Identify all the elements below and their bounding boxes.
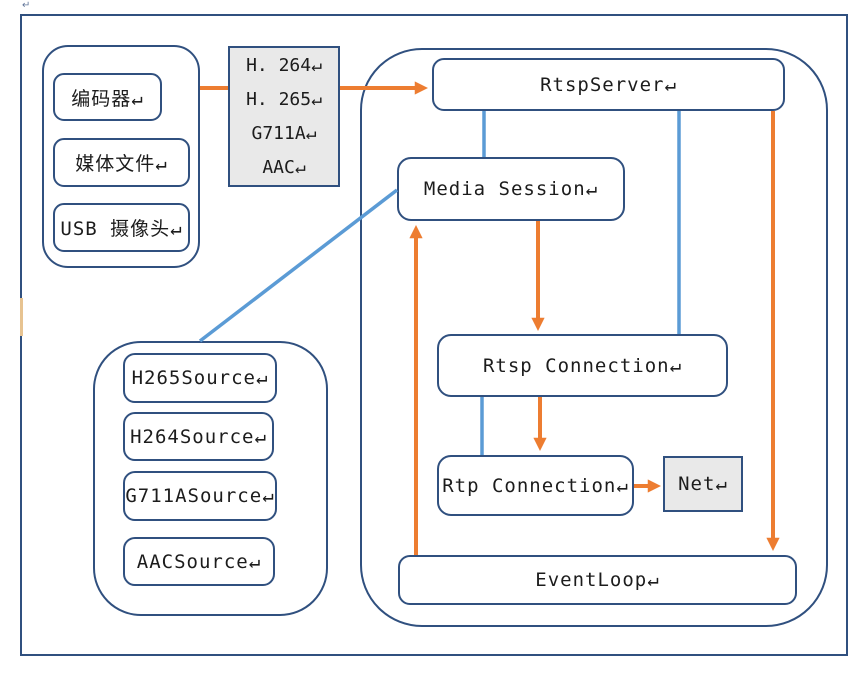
rtsp-server-node: RtspServer↵: [432, 58, 785, 111]
media-file-label: 媒体文件↵: [75, 153, 168, 175]
event-loop-label: EventLoop↵: [535, 569, 660, 591]
encoder-label: 编码器↵: [71, 87, 144, 110]
codec-h264-label: H. 264↵: [246, 54, 322, 76]
paragraph-return-mark: ↵: [22, 0, 31, 11]
h265-source-label: H265Source↵: [131, 367, 269, 389]
g711a-source-node: G711ASource↵: [123, 471, 277, 521]
media-session-label: Media Session↵: [423, 178, 599, 200]
h265-source-node: H265Source↵: [123, 353, 277, 403]
codec-g711a-label: G711A↵: [251, 122, 317, 144]
rtp-connection-node: Rtp Connection↵: [437, 455, 634, 516]
aac-source-label: AACSource↵: [136, 550, 262, 573]
rtsp-server-label: RtspServer↵: [540, 73, 677, 96]
net-node: Net↵: [663, 456, 743, 512]
codec-list-box: H. 264↵ H. 265↵ G711A↵ AAC↵: [228, 46, 340, 187]
codec-h265-label: H. 265↵: [246, 88, 322, 110]
codec-aac-label: AAC↵: [262, 156, 306, 178]
h264-source-node: H264Source↵: [123, 412, 274, 461]
usb-camera-label: USB 摄像头↵: [60, 218, 183, 240]
h264-source-label: H264Source↵: [130, 425, 267, 448]
net-label: Net↵: [678, 473, 728, 495]
g711a-source-label: G711ASource↵: [125, 485, 275, 507]
media-file-node: 媒体文件↵: [53, 138, 190, 187]
encoder-node: 编码器↵: [53, 73, 162, 121]
event-loop-node: EventLoop↵: [398, 555, 797, 605]
media-session-node: Media Session↵: [397, 157, 625, 221]
aac-source-node: AACSource↵: [123, 537, 275, 586]
input-sources-group: [42, 45, 200, 268]
rtsp-connection-label: Rtsp Connection↵: [482, 354, 683, 377]
rtp-connection-label: Rtp Connection↵: [442, 474, 629, 497]
usb-camera-node: USB 摄像头↵: [53, 203, 190, 252]
rtsp-connection-node: Rtsp Connection↵: [437, 334, 728, 397]
border-highlight-tick: [20, 298, 23, 336]
